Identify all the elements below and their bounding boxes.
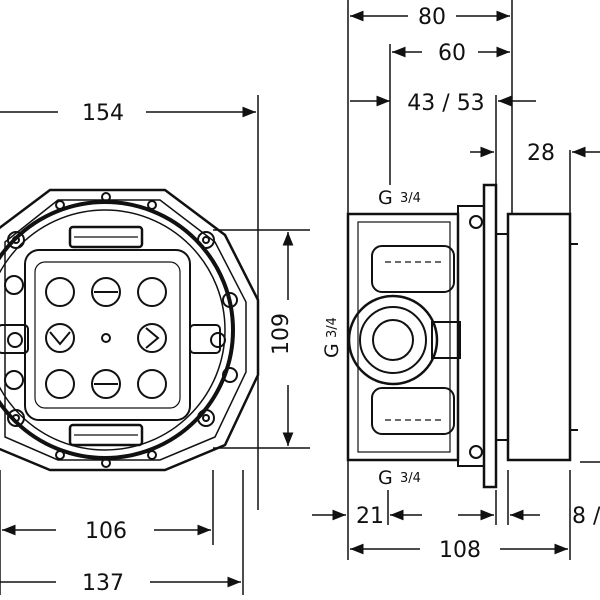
cover-box [506, 212, 572, 462]
dim-28: 28 [527, 141, 555, 166]
svg-text:3/4: 3/4 [400, 191, 421, 206]
dim-108: 108 [439, 538, 481, 563]
dim-106: 106 [85, 519, 127, 544]
side-view [346, 183, 578, 489]
dim-21: 21 [356, 504, 384, 529]
dim-60: 60 [438, 41, 466, 66]
valve-body [346, 212, 460, 462]
spindle-stem [431, 321, 461, 359]
spindle-ring [359, 306, 427, 374]
upper-port [371, 245, 455, 293]
svg-text:G: G [378, 187, 393, 209]
dim-80: 80 [418, 5, 446, 30]
front-view [0, 188, 260, 472]
svg-text:G: G [321, 343, 343, 358]
inner-flange [4, 199, 247, 461]
top-clip [68, 225, 144, 249]
spindle-outer [347, 294, 439, 386]
mounting-ring [0, 200, 235, 460]
thread-label-side: G 3/4 [321, 317, 343, 358]
screw-holes [4, 192, 238, 468]
plate-step [457, 205, 485, 467]
spindle-core [372, 319, 414, 361]
mounting-ring-inner [0, 209, 226, 451]
valve-body-inner [357, 221, 451, 453]
dim-137: 137 [82, 571, 124, 596]
dim-109: 109 [269, 313, 294, 355]
dim-154: 154 [82, 101, 124, 126]
dim-8: 8 / [572, 504, 600, 529]
thread-label-bottom: G 3/4 [378, 467, 421, 489]
thread-label-top: G 3/4 [378, 187, 421, 209]
svg-text:3/4: 3/4 [325, 317, 340, 338]
lower-port [371, 387, 455, 435]
dim-43-53: 43 / 53 [407, 91, 484, 116]
left-lug [0, 324, 29, 354]
svg-text:G: G [378, 467, 393, 489]
bottom-clip [68, 423, 144, 447]
mounting-plate [482, 183, 498, 489]
port-grid [45, 277, 167, 399]
right-lug [189, 324, 221, 354]
outer-flange [0, 188, 260, 472]
svg-text:3/4: 3/4 [400, 471, 421, 486]
inner-body-2 [34, 261, 181, 409]
